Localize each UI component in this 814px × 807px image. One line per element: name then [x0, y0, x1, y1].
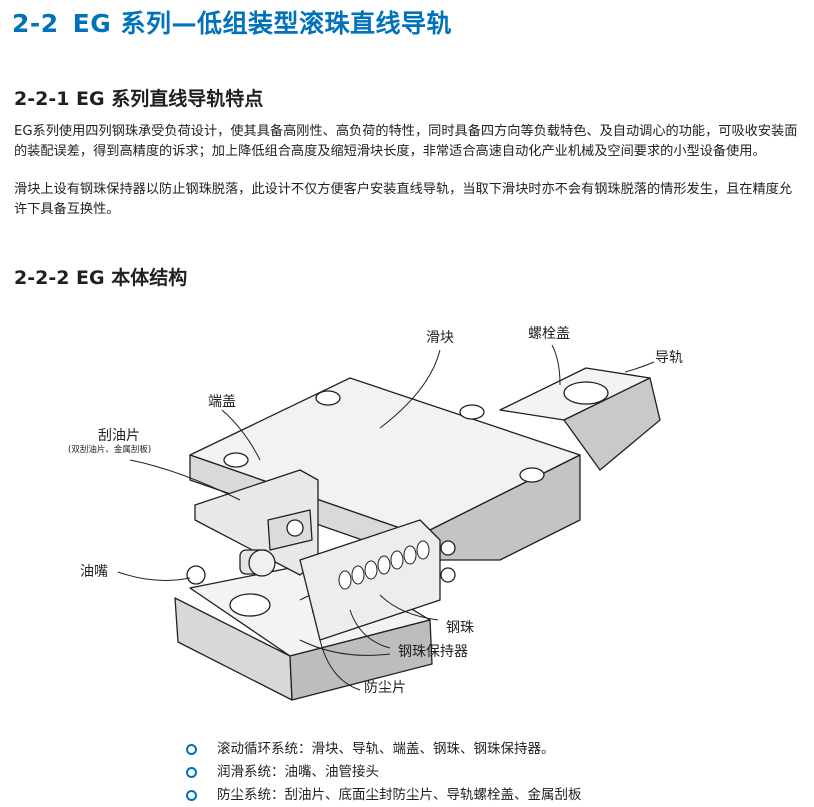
page-title-number: 2-2 — [12, 9, 59, 38]
rail-drawing — [174, 367, 661, 701]
label-slider: 滑块 — [426, 329, 454, 346]
list-item-text: 防尘系统：刮油片、底面尘封防尘片、导轨螺栓盖、金属刮板 — [217, 787, 582, 803]
page-title-text: EG 系列—低组装型滚珠直线导轨 — [72, 9, 452, 38]
label-rail: 导轨 — [655, 350, 683, 366]
list-item: 滚动循环系统：滑块、导轨、端盖、钢珠、钢珠保持器。 — [186, 738, 582, 761]
label-scraper: 刮油片 — [98, 428, 140, 444]
label-steel-ball: 钢珠 — [446, 620, 474, 636]
label-ball-retainer: 钢珠保持器 — [398, 644, 468, 660]
list-item-text: 润滑系统：油嘴、油管接头 — [217, 764, 379, 780]
section-title-structure: 2-2-2 EG 本体结构 — [14, 267, 188, 289]
section-title-features: 2-2-1 EG 系列直线导轨特点 — [14, 88, 264, 110]
label-scraper-note: (双刮油片、金属刮板) — [68, 444, 151, 455]
features-paragraph-1: EG系列使用四列钢珠承受负荷设计，使其具备高刚性、高负荷的特性，同时具备四方向等… — [14, 124, 798, 159]
list-item-text: 滚动循环系统：滑块、导轨、端盖、钢珠、钢珠保持器。 — [217, 741, 555, 757]
leader-lines — [117, 344, 655, 691]
diagram-labels: 滑块 螺栓盖 导轨 端盖 刮油片 (双刮油片、金属刮板) 油嘴 钢珠 钢珠保持器… — [68, 326, 683, 696]
system-list: 滚动循环系统：滑块、导轨、端盖、钢珠、钢珠保持器。 润滑系统：油嘴、油管接头 防… — [186, 738, 582, 807]
label-dust-seal: 防尘片 — [364, 680, 406, 696]
page-title: 2-2 EG 系列—低组装型滚珠直线导轨 — [12, 4, 452, 40]
features-paragraph-2: 滑块上设有钢珠保持器以防止钢珠脱落，此设计不仅方便客户安装直线导轨，当取下滑块时… — [14, 182, 793, 217]
label-bolt-cap: 螺栓盖 — [528, 326, 570, 342]
label-end-cap: 端盖 — [208, 394, 236, 410]
list-item: 防尘系统：刮油片、底面尘封防尘片、导轨螺栓盖、金属刮板 — [186, 784, 582, 807]
label-grease-nipple: 油嘴 — [80, 564, 108, 580]
ring-bullet-icon — [186, 790, 197, 801]
ring-bullet-icon — [186, 744, 197, 755]
rail-structure-diagram: 滑块 螺栓盖 导轨 端盖 刮油片 (双刮油片、金属刮板) 油嘴 钢珠 钢珠保持器… — [68, 326, 683, 701]
list-item: 润滑系统：油嘴、油管接头 — [186, 761, 582, 784]
ring-bullet-icon — [186, 767, 197, 778]
